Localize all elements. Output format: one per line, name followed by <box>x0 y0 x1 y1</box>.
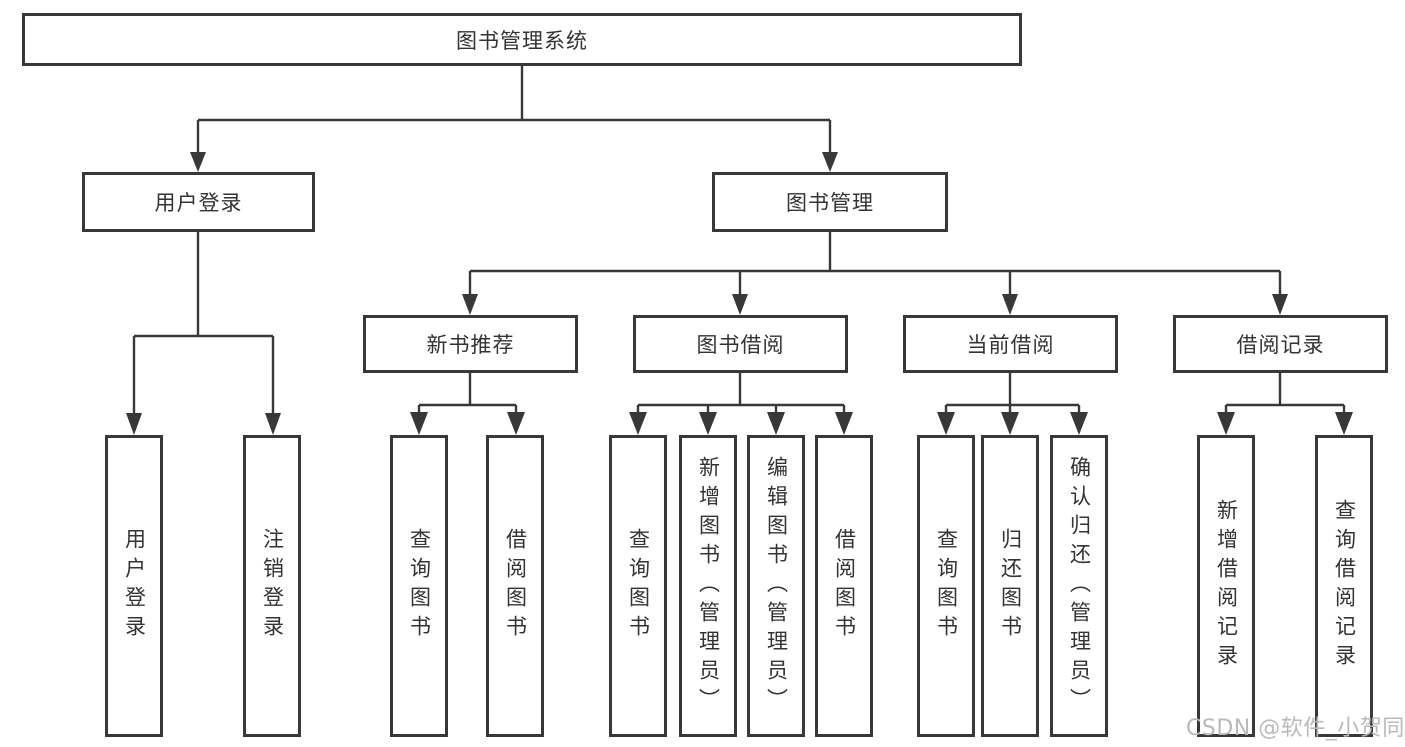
node-label: 用户登录 <box>154 191 243 215</box>
node-leaf-edit-books-admin: 编辑图书（管理员） <box>747 435 805 737</box>
node-leaf-query-books-borrowing: 查询图书 <box>609 435 667 737</box>
node-leaf-query-books-recommend: 查询图书 <box>390 435 448 737</box>
node-label: 借阅图书 <box>503 528 528 644</box>
node-leaf-query-books-current: 查询图书 <box>917 435 975 737</box>
node-label: 查询图书 <box>934 528 959 644</box>
node-book-borrowing: 图书借阅 <box>633 315 848 373</box>
node-label: 图书借阅 <box>696 333 785 357</box>
node-label: 查询图书 <box>407 528 432 644</box>
node-leaf-logout: 注销登录 <box>243 435 301 737</box>
node-leaf-borrow-books: 借阅图书 <box>815 435 873 737</box>
node-label: 确认归还（管理员） <box>1067 455 1092 717</box>
node-label: 查询图书 <box>626 528 651 644</box>
node-leaf-confirm-return-admin: 确认归还（管理员） <box>1050 435 1108 737</box>
node-leaf-user-login: 用户登录 <box>105 435 163 737</box>
node-label: 新增借阅记录 <box>1214 499 1239 673</box>
node-user-login: 用户登录 <box>82 172 315 232</box>
csdn-watermark: CSDN @软件_小贺同学 <box>1186 716 1405 741</box>
node-label: 图书管理 <box>786 191 874 215</box>
node-label: 注销登录 <box>260 528 285 644</box>
node-leaf-query-borrow-record: 查询借阅记录 <box>1315 435 1373 737</box>
node-borrowing-records: 借阅记录 <box>1173 315 1388 373</box>
node-label: 用户登录 <box>122 528 147 644</box>
node-label: 借阅图书 <box>832 528 857 644</box>
node-leaf-add-books-admin: 新增图书（管理员） <box>679 435 737 737</box>
node-label: 归还图书 <box>998 528 1023 644</box>
node-label: 编辑图书（管理员） <box>764 455 789 717</box>
node-label: 新书推荐 <box>426 333 515 357</box>
node-label: 当前借阅 <box>966 333 1055 357</box>
node-current-borrowing: 当前借阅 <box>903 315 1118 373</box>
node-label: 图书管理系统 <box>456 28 588 53</box>
node-leaf-return-books: 归还图书 <box>981 435 1039 737</box>
node-leaf-borrow-books-recommend: 借阅图书 <box>486 435 544 737</box>
node-book-management: 图书管理 <box>712 172 948 232</box>
node-new-book-recommend: 新书推荐 <box>363 315 578 373</box>
node-library-management-system: 图书管理系统 <box>22 13 1022 66</box>
node-label: 新增图书（管理员） <box>696 455 721 717</box>
node-label: 查询借阅记录 <box>1332 499 1357 673</box>
node-label: 借阅记录 <box>1236 333 1325 357</box>
node-leaf-add-borrow-record: 新增借阅记录 <box>1197 435 1255 737</box>
